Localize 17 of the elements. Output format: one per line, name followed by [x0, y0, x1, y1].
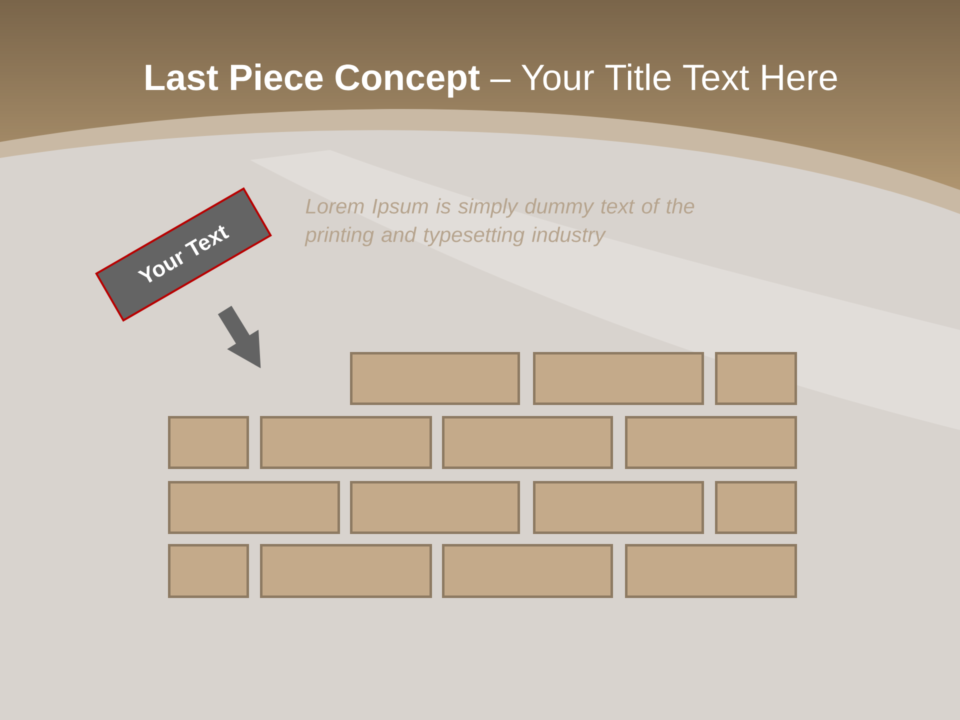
brick [260, 544, 432, 598]
brick [715, 352, 798, 405]
brick [350, 352, 520, 405]
brick [533, 352, 704, 405]
brick [533, 481, 704, 534]
brick [350, 481, 520, 534]
title: Last Piece Concept – Your Title Text Here [146, 64, 837, 98]
brick [625, 416, 798, 469]
brick [168, 481, 340, 534]
brick [168, 416, 249, 469]
brick [442, 544, 613, 598]
brick [168, 544, 249, 598]
brick [715, 481, 798, 534]
brick [442, 416, 613, 469]
brick [260, 416, 432, 469]
body-text: Lorem Ipsum is simply dummy text of the printing and typesetting industry [304, 198, 694, 246]
brick [625, 544, 798, 598]
